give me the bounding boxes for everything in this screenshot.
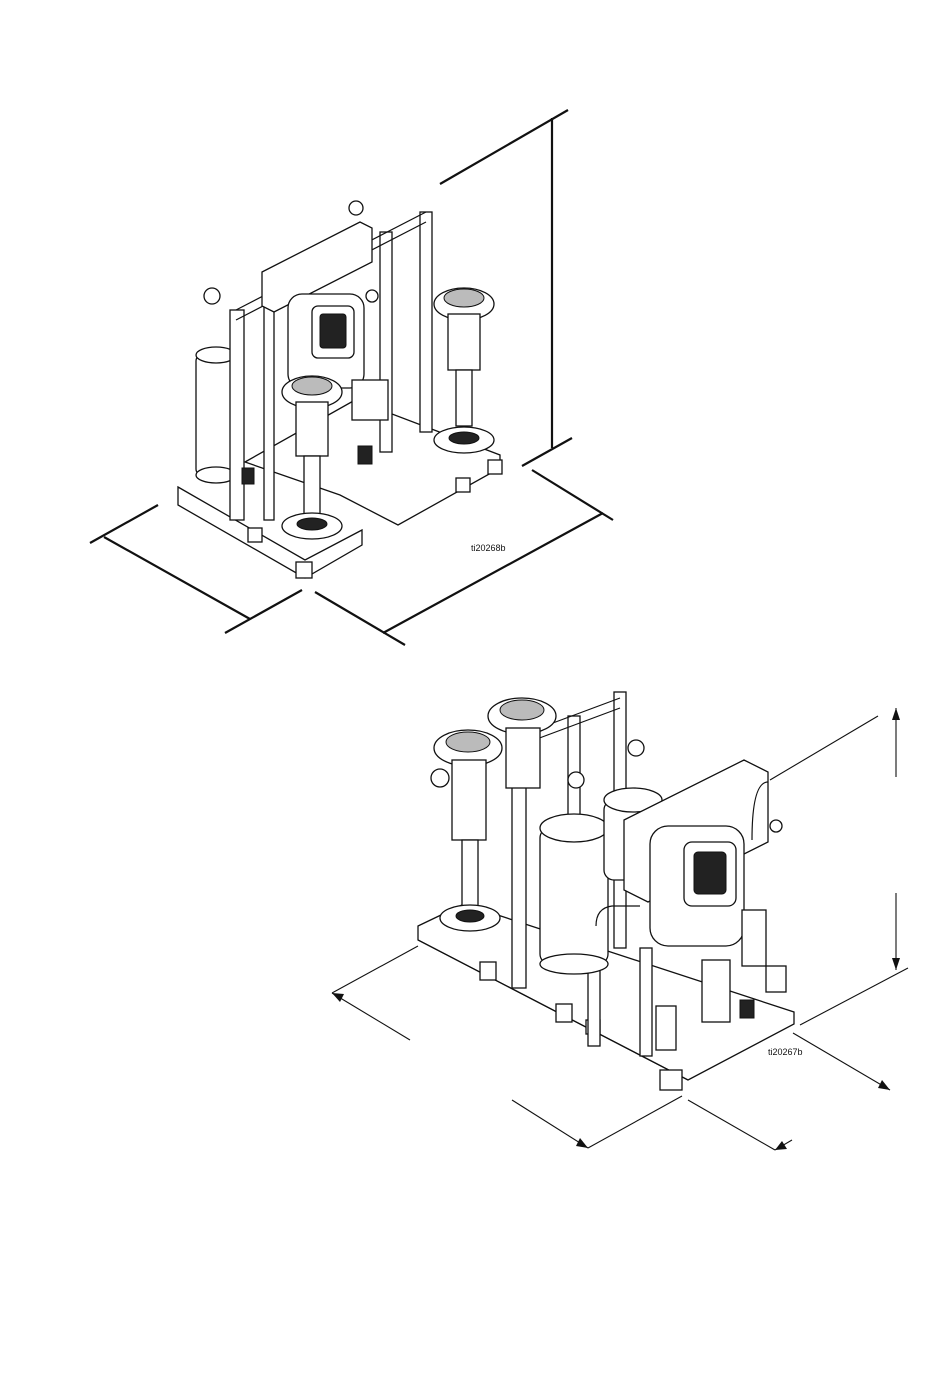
top-machine — [178, 201, 502, 578]
top-figure-label: ti20268b — [471, 543, 506, 553]
bottom-machine — [418, 692, 794, 1090]
bottom-figure-label: ti20267b — [768, 1047, 803, 1057]
bottom-figure: ti20267b — [332, 692, 908, 1150]
top-figure: ti20268b — [90, 110, 613, 645]
